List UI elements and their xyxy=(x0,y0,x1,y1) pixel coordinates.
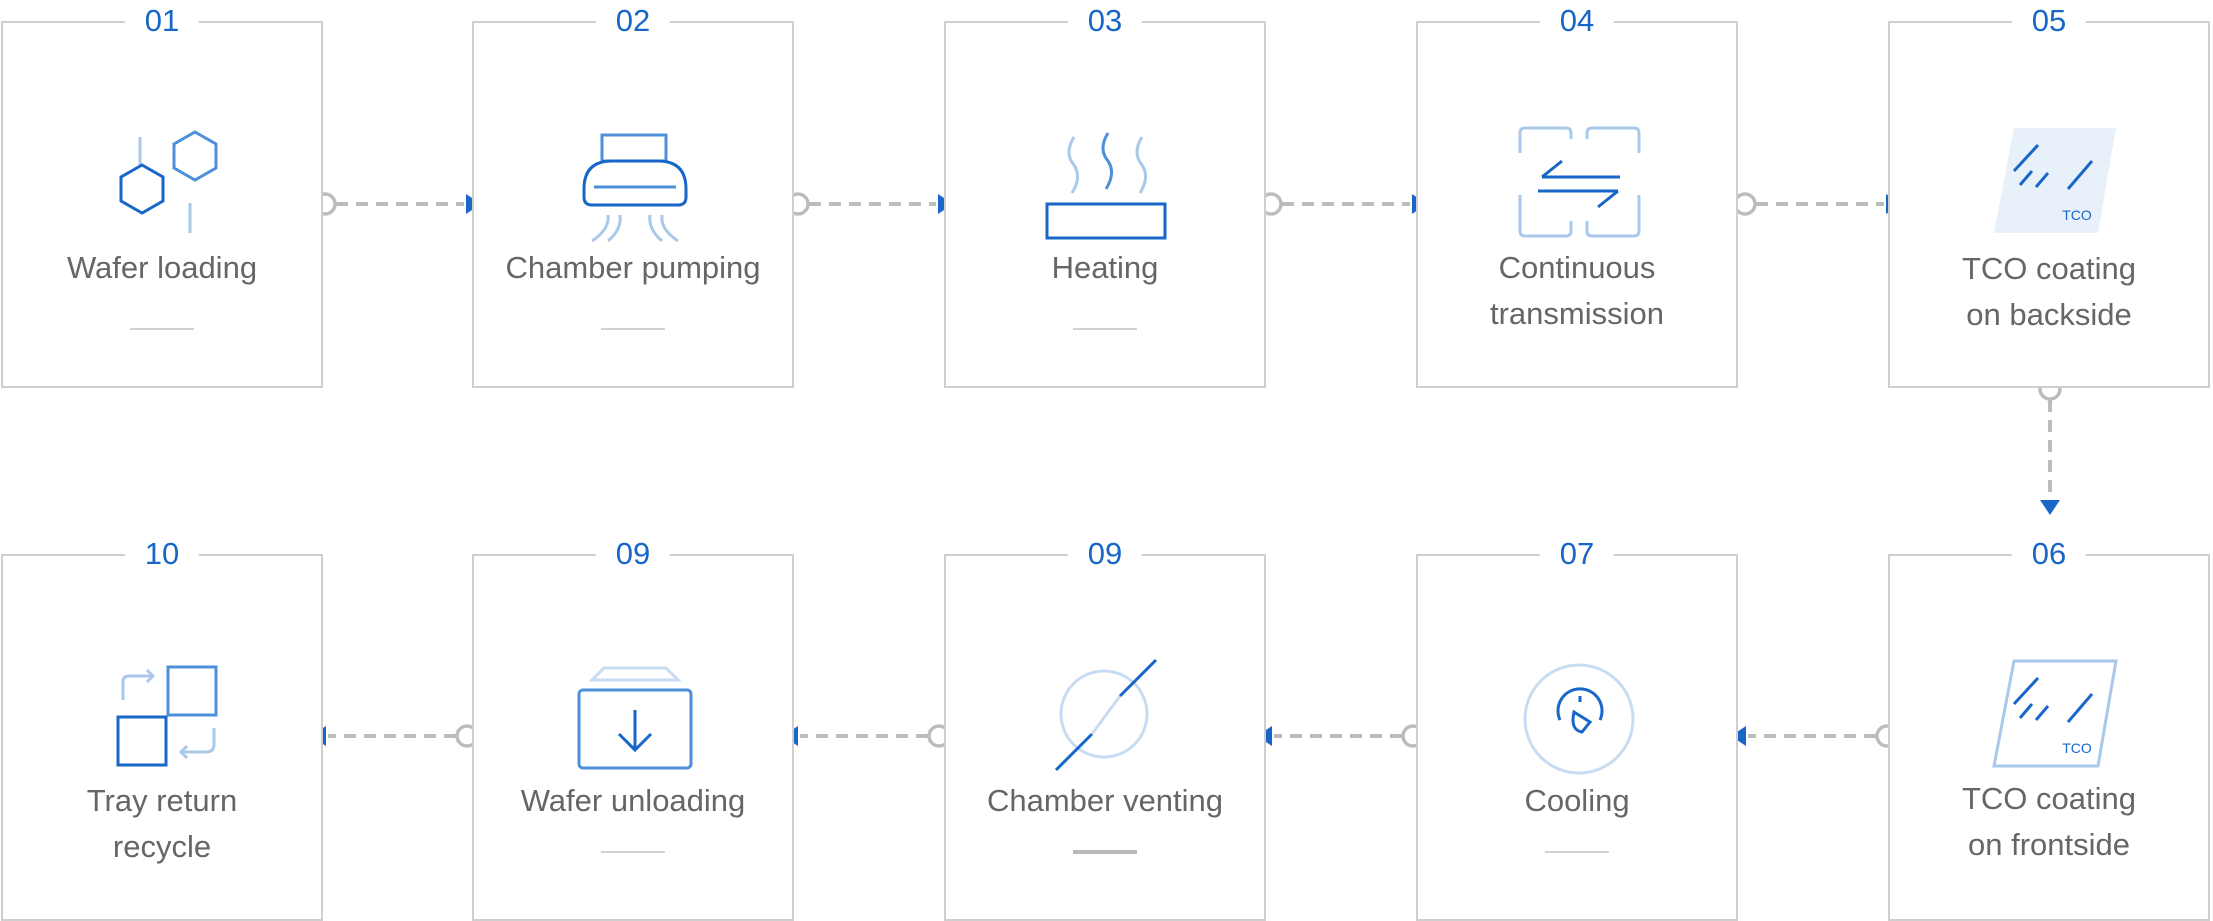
tco-glass-icon: TCO xyxy=(1994,128,2116,233)
step-number: 02 xyxy=(595,1,671,41)
divider xyxy=(601,328,665,330)
step-card-tco-backside: 05 TCO TCO coating on backside xyxy=(1888,1,2210,388)
unload-tray-icon xyxy=(577,666,693,770)
step-card-tray-return: 10 Tray return recycle xyxy=(1,534,323,921)
step-number: 07 xyxy=(1539,534,1615,574)
step-card-cooling: 07 Cooling xyxy=(1416,534,1738,921)
divider xyxy=(601,851,665,853)
step-number: 10 xyxy=(124,534,200,574)
step-label: Chamber venting xyxy=(986,783,1224,818)
step-card-wafer-unloading: 09 Wafer unloading xyxy=(472,534,794,921)
tco-icon-text: TCO xyxy=(2062,740,2092,756)
step-label: Tray return recycle xyxy=(86,783,238,864)
step-label: Cooling xyxy=(1524,783,1630,818)
step-card-wafer-loading: 01 Wafer loading xyxy=(1,1,323,388)
tco-icon-text: TCO xyxy=(2062,207,2092,223)
thermometer-gauge-icon xyxy=(1523,663,1635,775)
step-card-chamber-pumping: 02 Chamber pumping xyxy=(472,1,794,388)
step-label: Wafer loading xyxy=(66,250,258,285)
step-number: 05 xyxy=(2011,1,2087,41)
arrow-left-icon xyxy=(1731,726,1746,746)
step-label: Heating xyxy=(1051,250,1159,285)
vacuum-pump-icon xyxy=(582,133,688,243)
connector-start-node xyxy=(1733,192,1757,216)
divider xyxy=(130,328,194,330)
step-label: Chamber pumping xyxy=(505,250,761,285)
transfer-arrows-icon xyxy=(1518,126,1641,238)
step-number: 09 xyxy=(1067,534,1143,574)
vent-icon xyxy=(1054,658,1158,772)
step-card-continuous-transmission: 04 Continuous transmission xyxy=(1416,1,1738,388)
step-number: 04 xyxy=(1539,1,1615,41)
step-card-tco-frontside: 06 TCO TCO coating on frontside xyxy=(1888,534,2210,921)
step-number: 03 xyxy=(1067,1,1143,41)
step-number: 09 xyxy=(595,534,671,574)
step-label: TCO coating on frontside xyxy=(1961,781,2136,862)
step-label: Continuous transmission xyxy=(1490,250,1664,331)
step-label: TCO coating on backside xyxy=(1961,251,2136,332)
step-card-chamber-venting: 09 Chamber venting xyxy=(944,534,1266,921)
hexagon-icon xyxy=(119,130,218,233)
step-label: Wafer unloading xyxy=(520,783,746,818)
step-number: 06 xyxy=(2011,534,2087,574)
divider xyxy=(1545,851,1609,853)
divider xyxy=(1073,328,1137,330)
step-card-heating: 03 Heating xyxy=(944,1,1266,388)
arrow-down-icon xyxy=(2040,500,2060,515)
tco-glass-outline-icon: TCO xyxy=(1992,659,2118,768)
tray-return-icon xyxy=(116,665,218,767)
heater-icon xyxy=(1045,132,1167,240)
step-number: 01 xyxy=(124,1,200,41)
divider xyxy=(1073,850,1137,854)
